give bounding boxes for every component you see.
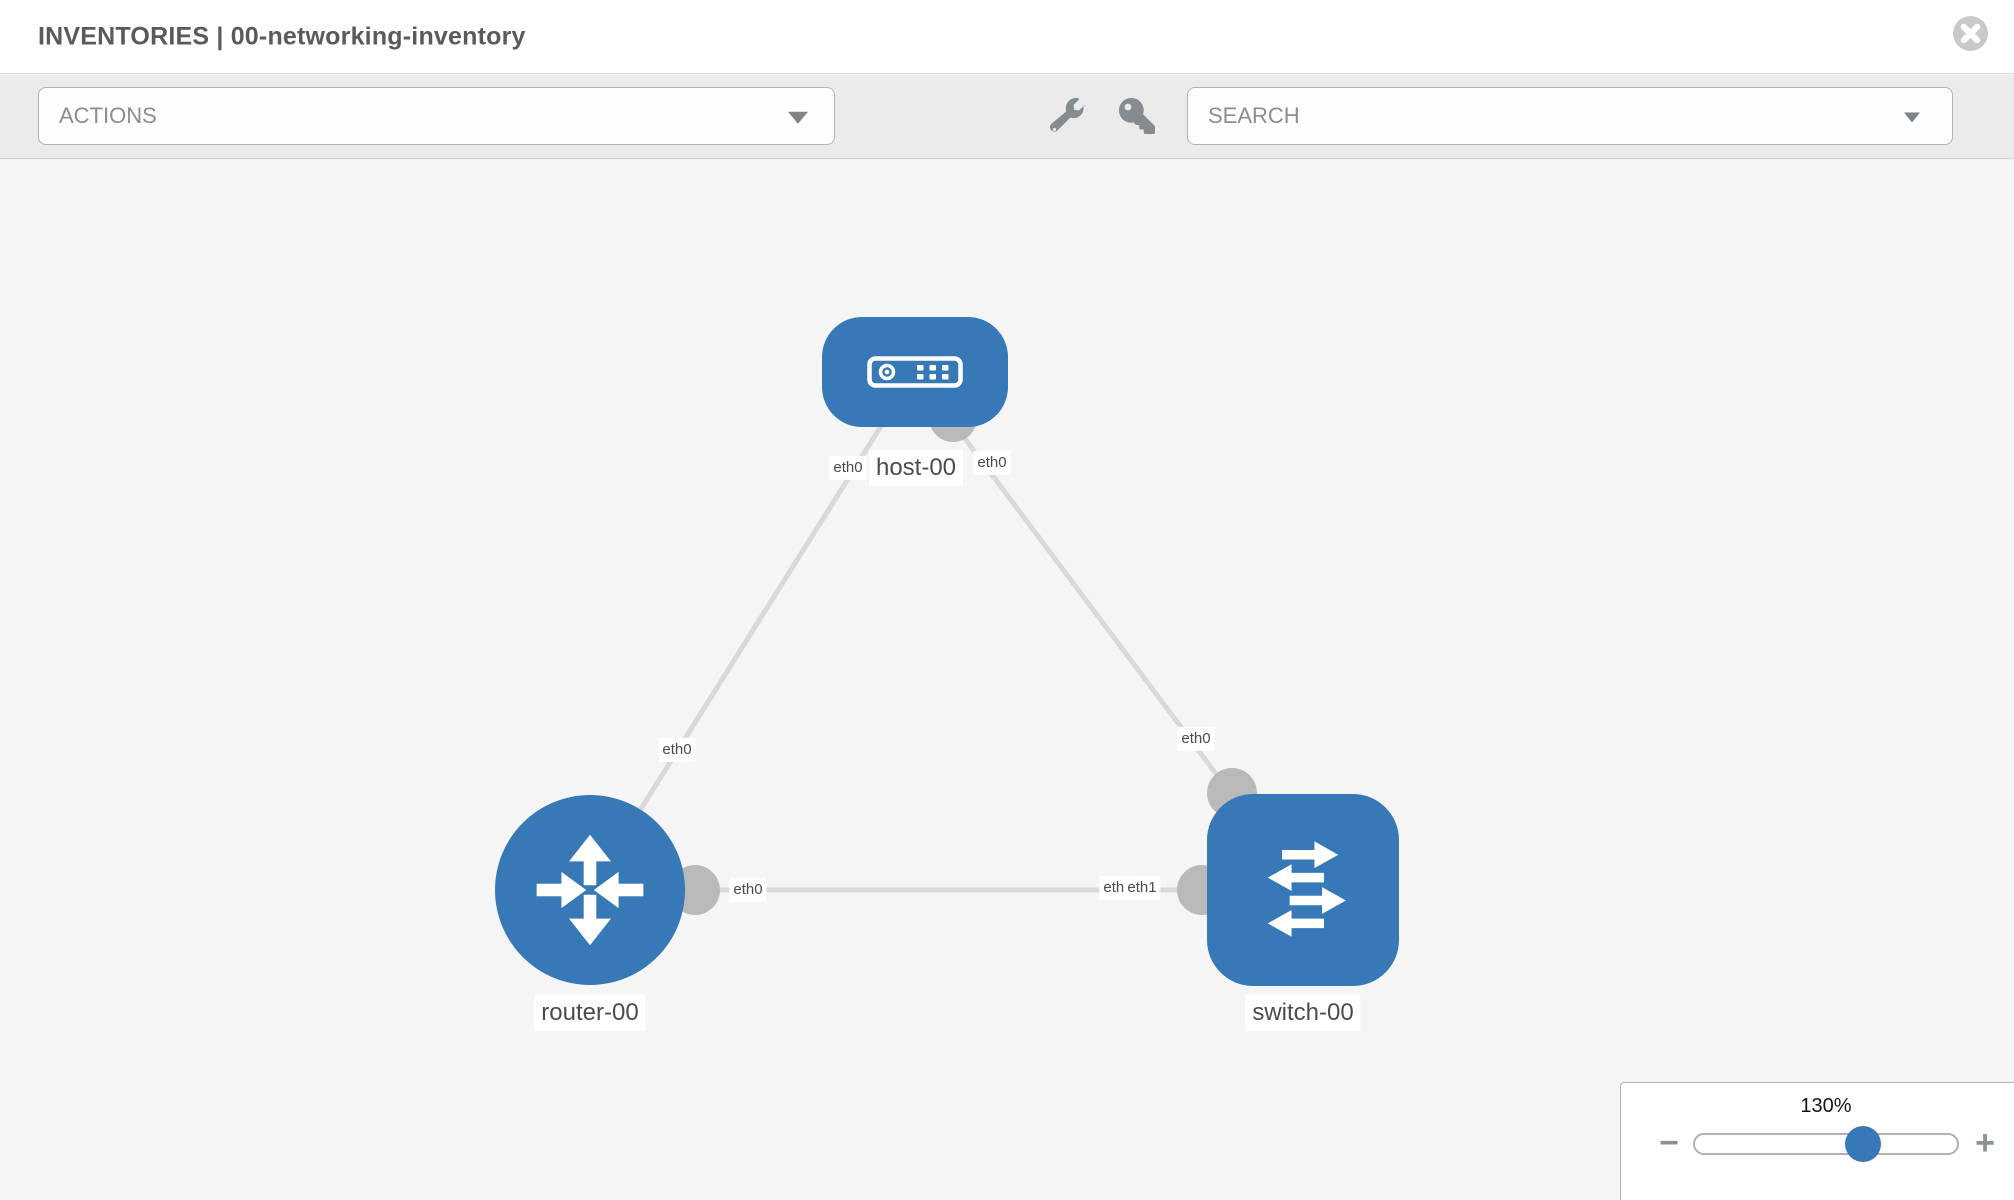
header: INVENTORIES | 00-networking-inventory bbox=[0, 0, 2014, 74]
wrench-icon bbox=[1049, 97, 1086, 132]
iface-label-host-switch-switch-end: eth0 bbox=[1177, 726, 1215, 752]
close-button[interactable] bbox=[1952, 15, 1989, 52]
key-button[interactable] bbox=[1117, 97, 1157, 137]
chevron-down-icon bbox=[788, 111, 808, 124]
search-dropdown[interactable]: SEARCH bbox=[1187, 87, 1953, 145]
zoom-slider-thumb[interactable] bbox=[1845, 1126, 1882, 1162]
search-dropdown-label: SEARCH bbox=[1208, 103, 1300, 128]
node-label-switch-00: switch-00 bbox=[1245, 994, 1361, 1032]
key-icon bbox=[1119, 97, 1155, 134]
node-label-host-00: host-00 bbox=[868, 449, 964, 487]
wrench-button[interactable] bbox=[1048, 97, 1088, 137]
topology-canvas[interactable]: eth0 eth0 eth0 eth0 eth0 eth0 eth1 host-… bbox=[0, 159, 2014, 1200]
zoom-out-button[interactable]: − bbox=[1649, 1123, 1689, 1163]
close-icon bbox=[1953, 16, 1988, 51]
actions-dropdown[interactable]: ACTIONS bbox=[38, 87, 835, 145]
router-arrows-icon bbox=[536, 834, 644, 946]
iface-label-router-switch-router-end: eth0 bbox=[729, 877, 767, 903]
node-router-00[interactable] bbox=[495, 795, 685, 985]
toolbar: ACTIONS SEARCH bbox=[0, 75, 2014, 159]
switch-arrows-icon bbox=[1267, 841, 1346, 937]
iface-label-host-router-host-end: eth0 bbox=[829, 455, 867, 481]
page-title: INVENTORIES | 00-networking-inventory bbox=[38, 22, 526, 50]
node-host-00[interactable] bbox=[822, 317, 1008, 427]
iface-label-host-router-router-end: eth0 bbox=[658, 737, 696, 763]
zoom-slider[interactable] bbox=[1693, 1126, 1959, 1162]
iface-label-host-switch-host-end: eth0 bbox=[973, 450, 1011, 476]
zoom-percentage: 130% bbox=[1800, 1095, 1852, 1117]
zoom-control-panel: 130% − + bbox=[1620, 1082, 2014, 1200]
node-label-router-00: router-00 bbox=[534, 994, 646, 1032]
node-switch-00[interactable] bbox=[1207, 794, 1399, 986]
zoom-in-button[interactable]: + bbox=[1965, 1123, 2005, 1163]
iface-label-router-switch-switch-end-eth1: eth1 bbox=[1123, 875, 1161, 901]
chevron-down-icon bbox=[1904, 112, 1920, 123]
links-layer bbox=[587, 370, 1306, 915]
server-icon bbox=[867, 356, 963, 388]
actions-dropdown-label: ACTIONS bbox=[59, 103, 157, 128]
